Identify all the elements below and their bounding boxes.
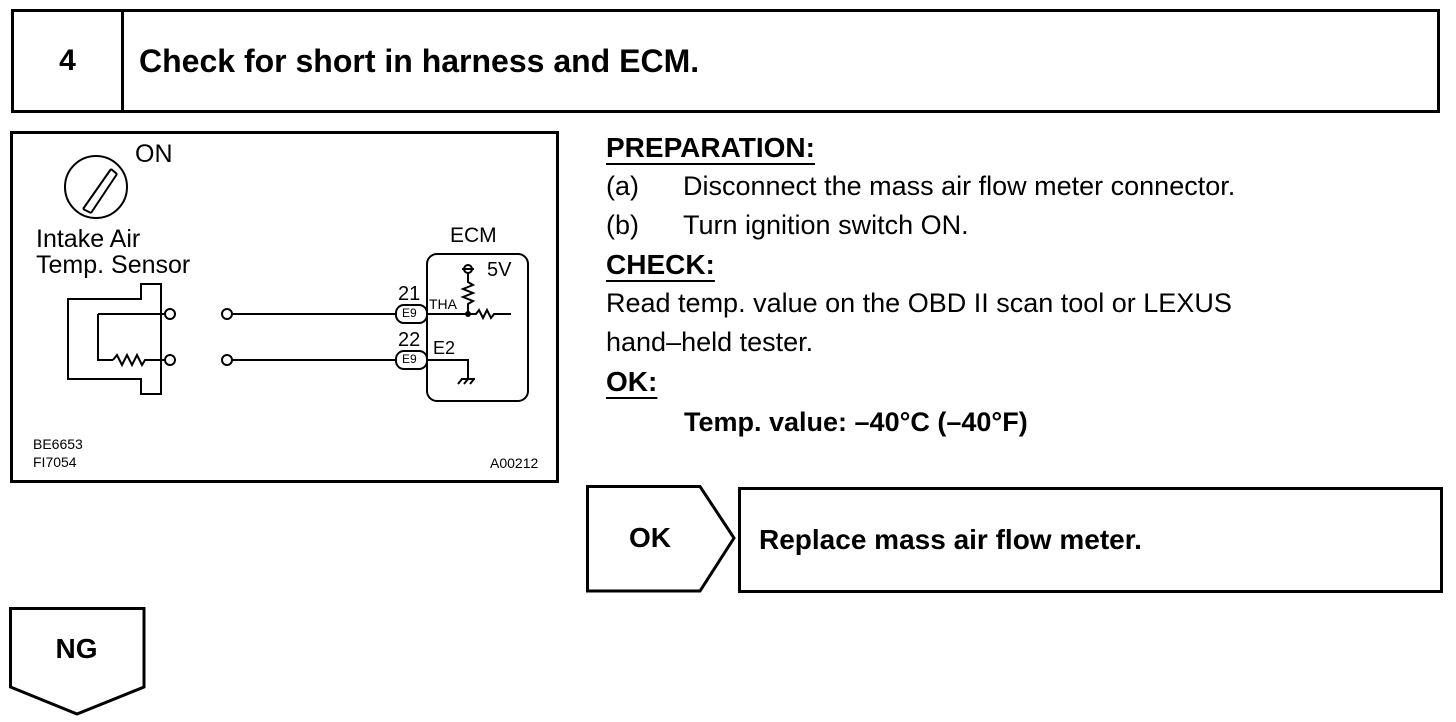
connector-e9-2: E9 bbox=[402, 352, 417, 366]
circuit-drawing bbox=[64, 155, 529, 402]
signal-e2: E2 bbox=[433, 338, 456, 358]
step-title: Check for short in harness and ECM. bbox=[139, 42, 700, 79]
signal-tha: THA bbox=[429, 296, 457, 312]
wiring-diagram: ON Intake Air Temp. Sensor ECM 5V 21 22 … bbox=[10, 131, 559, 483]
sensor-label-line2: Temp. Sensor bbox=[36, 251, 191, 279]
ecm-label: ECM bbox=[450, 224, 497, 247]
thermistor-icon bbox=[112, 352, 165, 368]
check-text-line1: Read temp. value on the OBD II scan tool… bbox=[606, 288, 1232, 318]
ignition-label: ON bbox=[135, 140, 173, 168]
prep-step-marker: (a) bbox=[606, 171, 639, 201]
preparation-heading: PREPARATION: bbox=[606, 132, 815, 163]
instructions: PREPARATION: (a) Disconnect the mass air … bbox=[606, 128, 1235, 442]
figure-code-2: FI7054 bbox=[33, 454, 77, 470]
sensor-label-line1: Intake Air bbox=[36, 225, 141, 253]
check-text-line2: hand–held tester. bbox=[606, 327, 814, 357]
ok-arrow-icon bbox=[586, 485, 736, 593]
figure-code-1: BE6653 bbox=[33, 436, 83, 452]
connector-e9-1: E9 bbox=[402, 306, 417, 320]
check-heading: CHECK: bbox=[606, 249, 715, 280]
prep-step-text: Disconnect the mass air flow meter conne… bbox=[683, 171, 1236, 201]
ecm-box bbox=[426, 253, 529, 402]
prep-step-b: (b) Turn ignition switch ON. bbox=[606, 206, 1235, 245]
figure-code-3: A00212 bbox=[490, 455, 539, 471]
ng-branch-label: NG bbox=[55, 633, 98, 664]
voltage-label: 5V bbox=[487, 259, 512, 281]
prep-step-text: Turn ignition switch ON. bbox=[683, 210, 969, 240]
sensor-housing bbox=[67, 283, 162, 395]
ok-heading: OK: bbox=[606, 366, 658, 397]
pin-21: 21 bbox=[398, 283, 421, 305]
ok-action-text: Replace mass air flow meter. bbox=[759, 524, 1142, 555]
prep-step-marker: (b) bbox=[606, 210, 639, 240]
ng-arrow-icon bbox=[9, 607, 146, 716]
step-header: 4 Check for short in harness and ECM. bbox=[11, 9, 1440, 113]
ignition-switch-icon bbox=[64, 155, 128, 219]
prep-step-a: (a) Disconnect the mass air flow meter co… bbox=[606, 167, 1235, 206]
ok-value: Temp. value: –40°C (–40°F) bbox=[684, 407, 1028, 437]
ok-branch-label: OK bbox=[629, 522, 671, 553]
step-number: 4 bbox=[14, 12, 124, 110]
pin-22: 22 bbox=[398, 329, 421, 351]
ok-result-box: Replace mass air flow meter. bbox=[738, 487, 1443, 593]
